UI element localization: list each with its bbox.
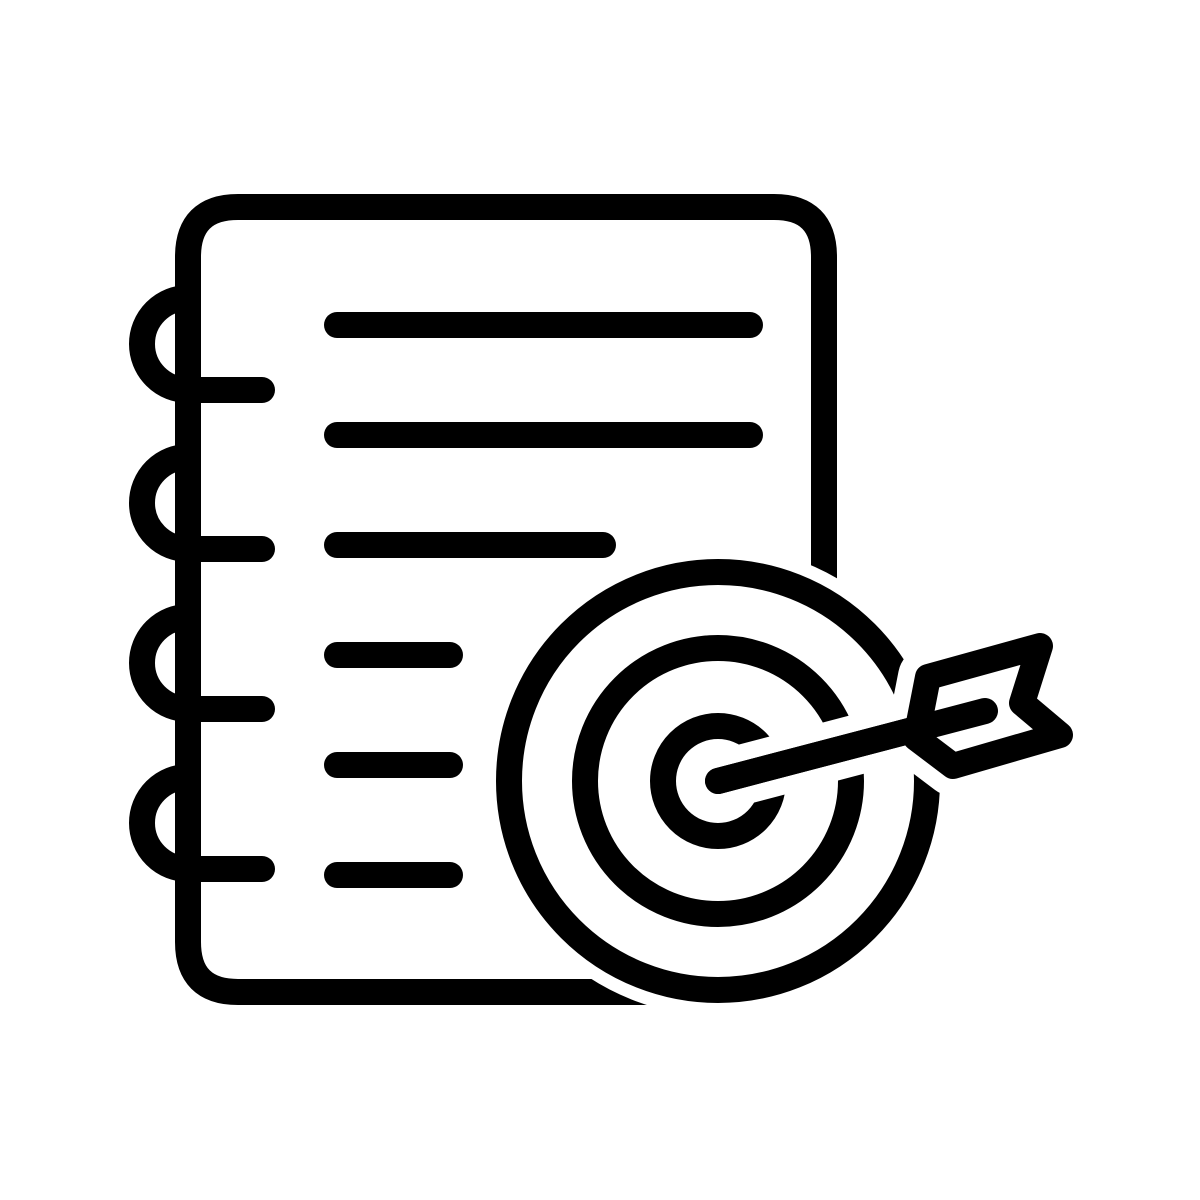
notebook-text-lines [324, 312, 763, 888]
spiral-rings [129, 285, 275, 882]
arrow-icon [688, 616, 1090, 811]
notebook-outline [175, 194, 837, 1005]
